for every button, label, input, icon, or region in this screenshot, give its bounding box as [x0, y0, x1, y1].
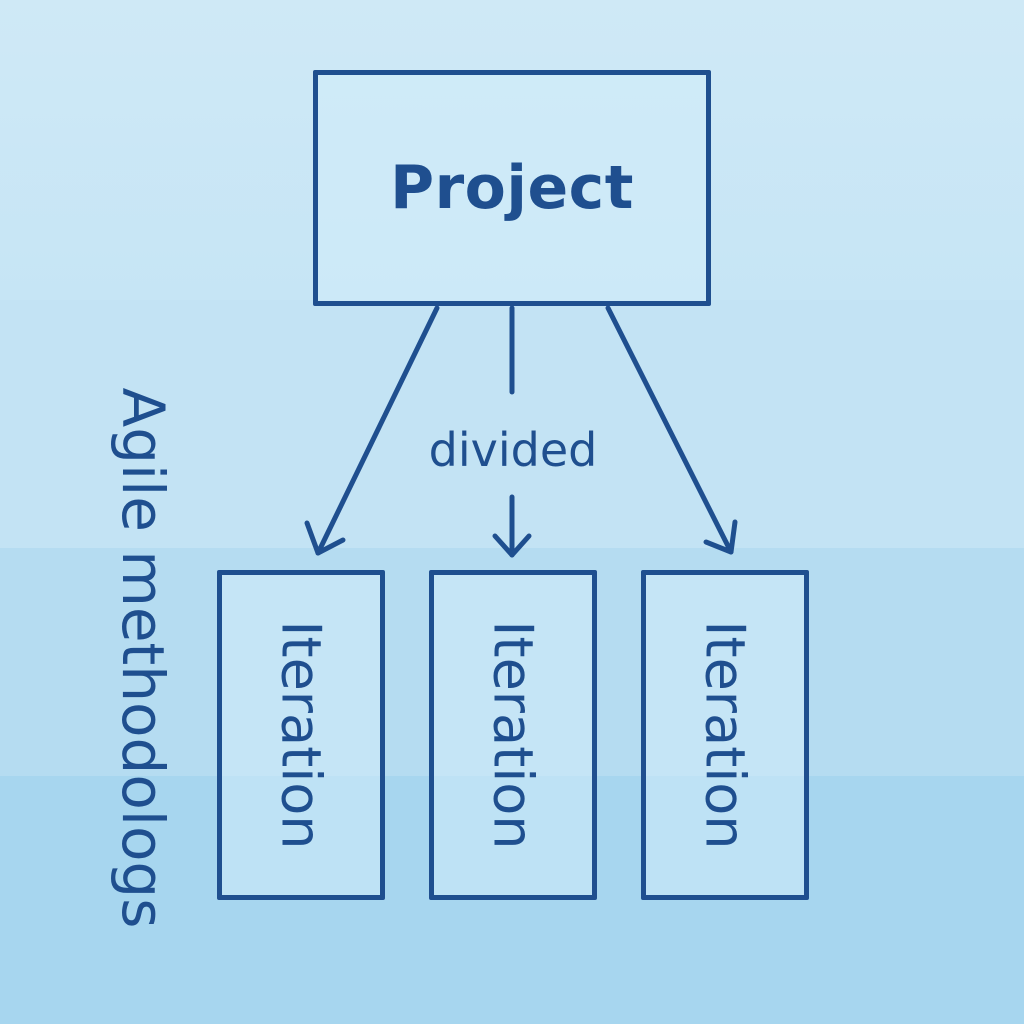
iteration-label-3: Iteration — [693, 620, 757, 850]
divided-label: divided — [428, 423, 598, 477]
iteration-box-2: Iteration — [429, 570, 597, 900]
arrowhead-right-icon — [703, 519, 738, 555]
arrowhead-left-icon — [304, 520, 346, 556]
iteration-label-2: Iteration — [481, 620, 545, 850]
iteration-box-1: Iteration — [217, 570, 385, 900]
iteration-label-1: Iteration — [269, 620, 333, 850]
side-title: Agile methodologs — [109, 387, 177, 929]
connector-left — [315, 305, 440, 556]
project-box: Project — [313, 70, 711, 306]
iteration-box-3: Iteration — [641, 570, 809, 900]
connector-right — [605, 305, 734, 555]
project-label: Project — [390, 153, 634, 223]
arrowhead-center-icon — [492, 533, 532, 558]
